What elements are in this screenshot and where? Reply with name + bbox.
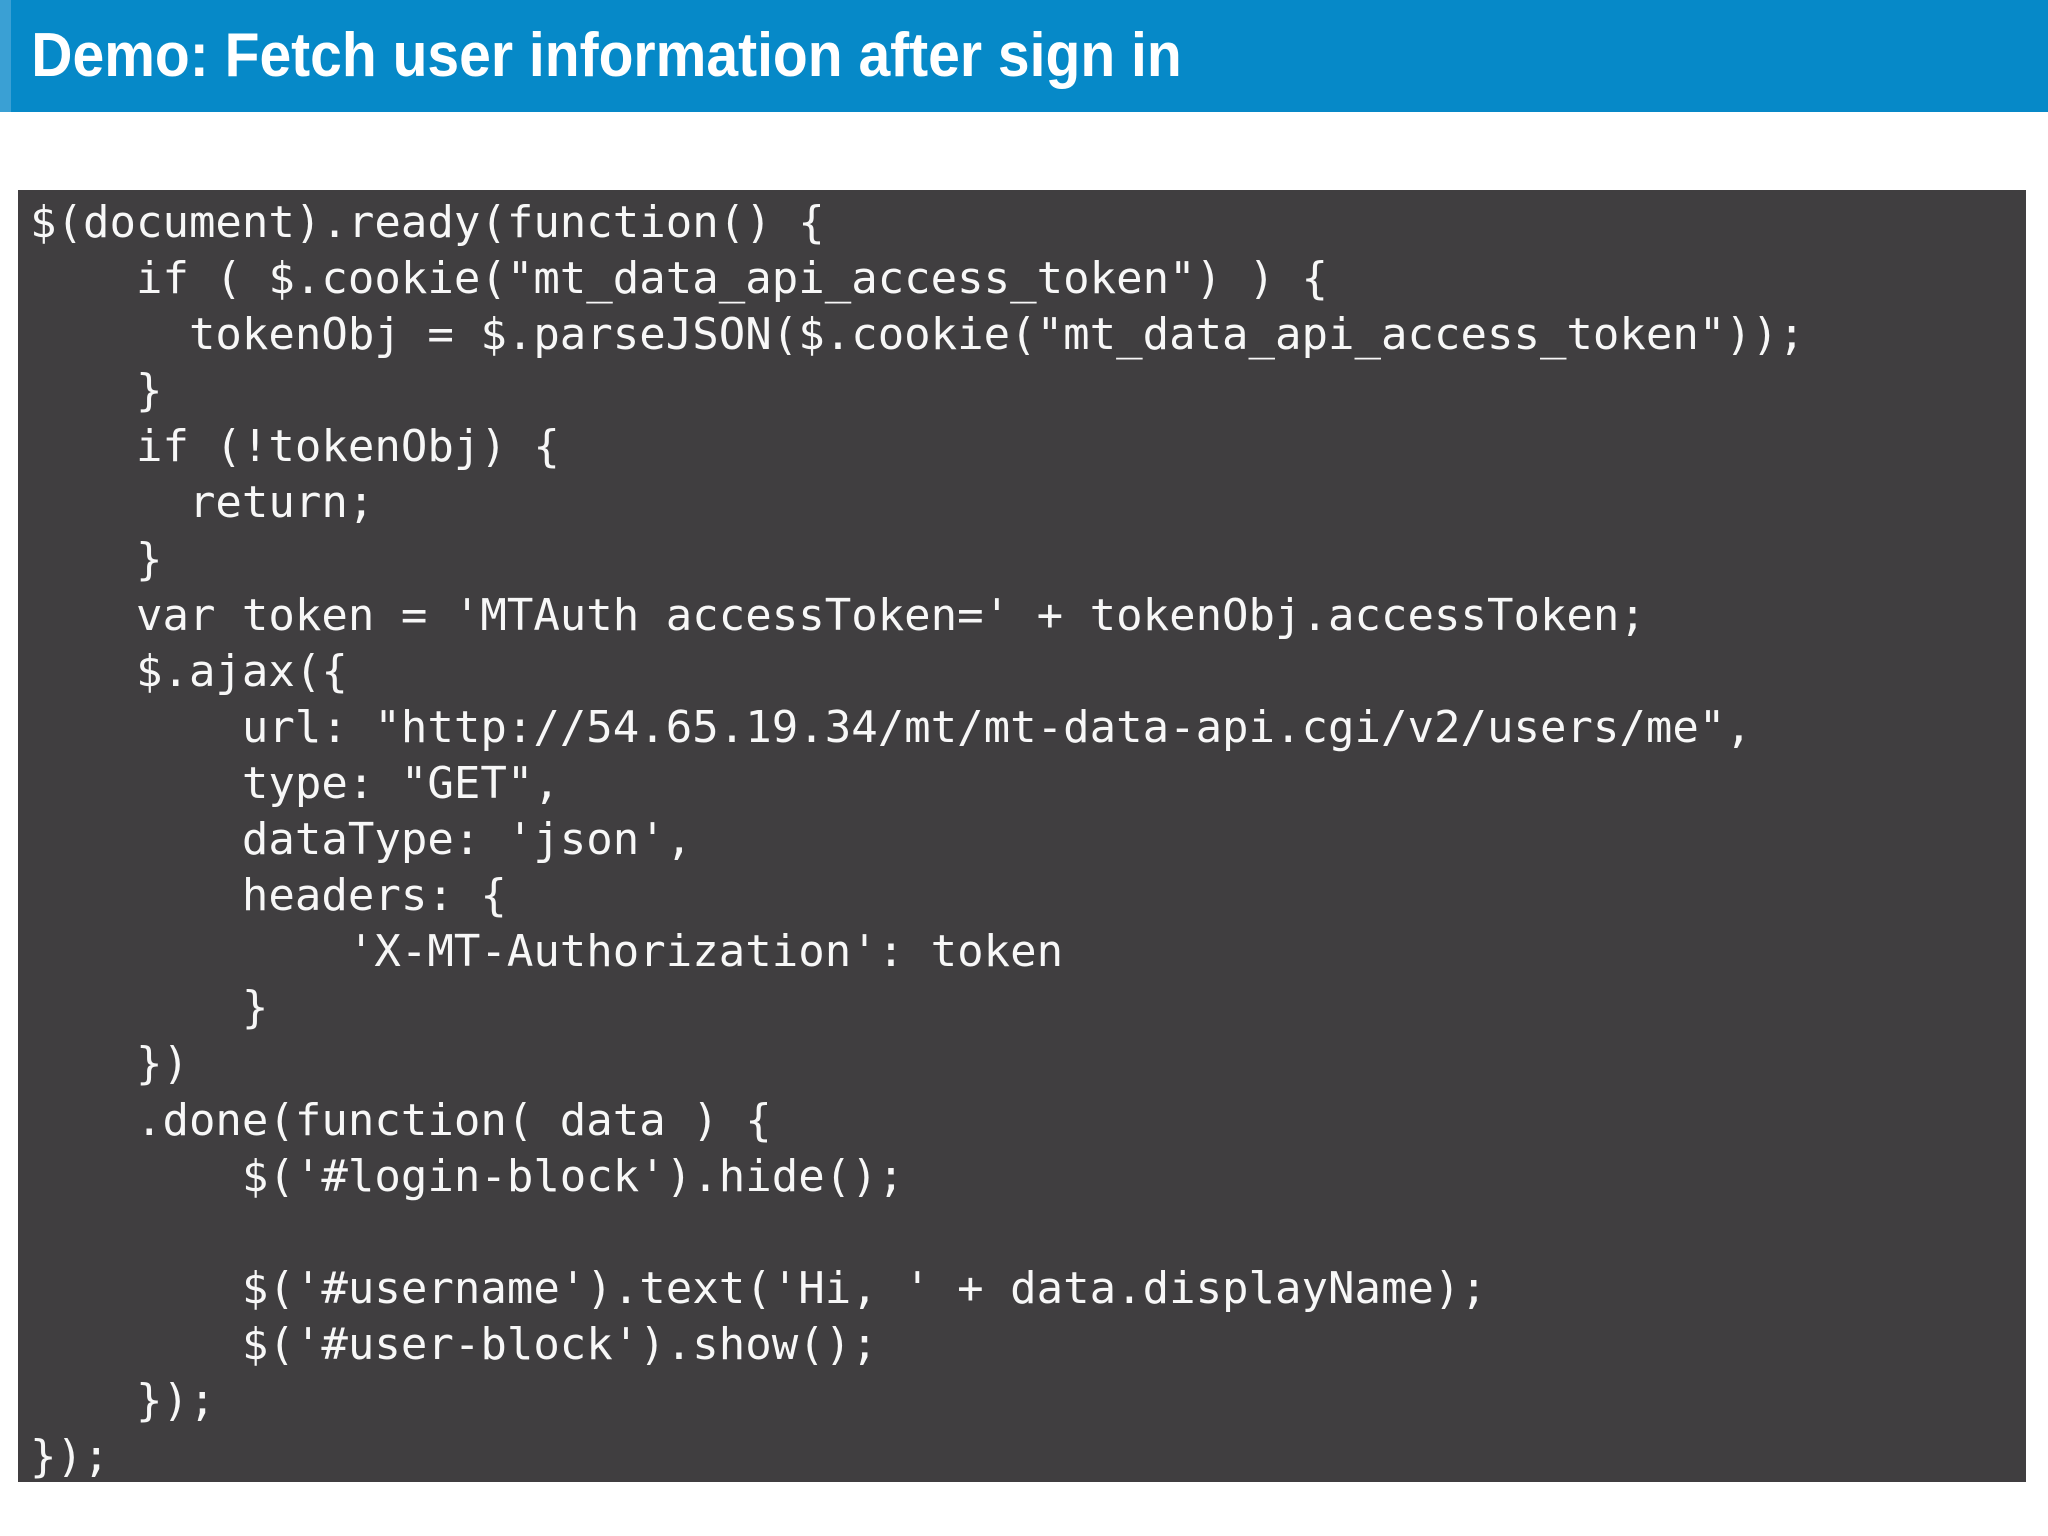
code-content: $(document).ready(function() { if ( $.co…	[30, 197, 1805, 1482]
title-bar-accent-stripe	[0, 0, 11, 112]
slide-title-bar: Demo: Fetch user information after sign …	[0, 0, 2048, 112]
slide-title: Demo: Fetch user information after sign …	[31, 21, 1182, 90]
code-block: $(document).ready(function() { if ( $.co…	[18, 190, 2026, 1482]
